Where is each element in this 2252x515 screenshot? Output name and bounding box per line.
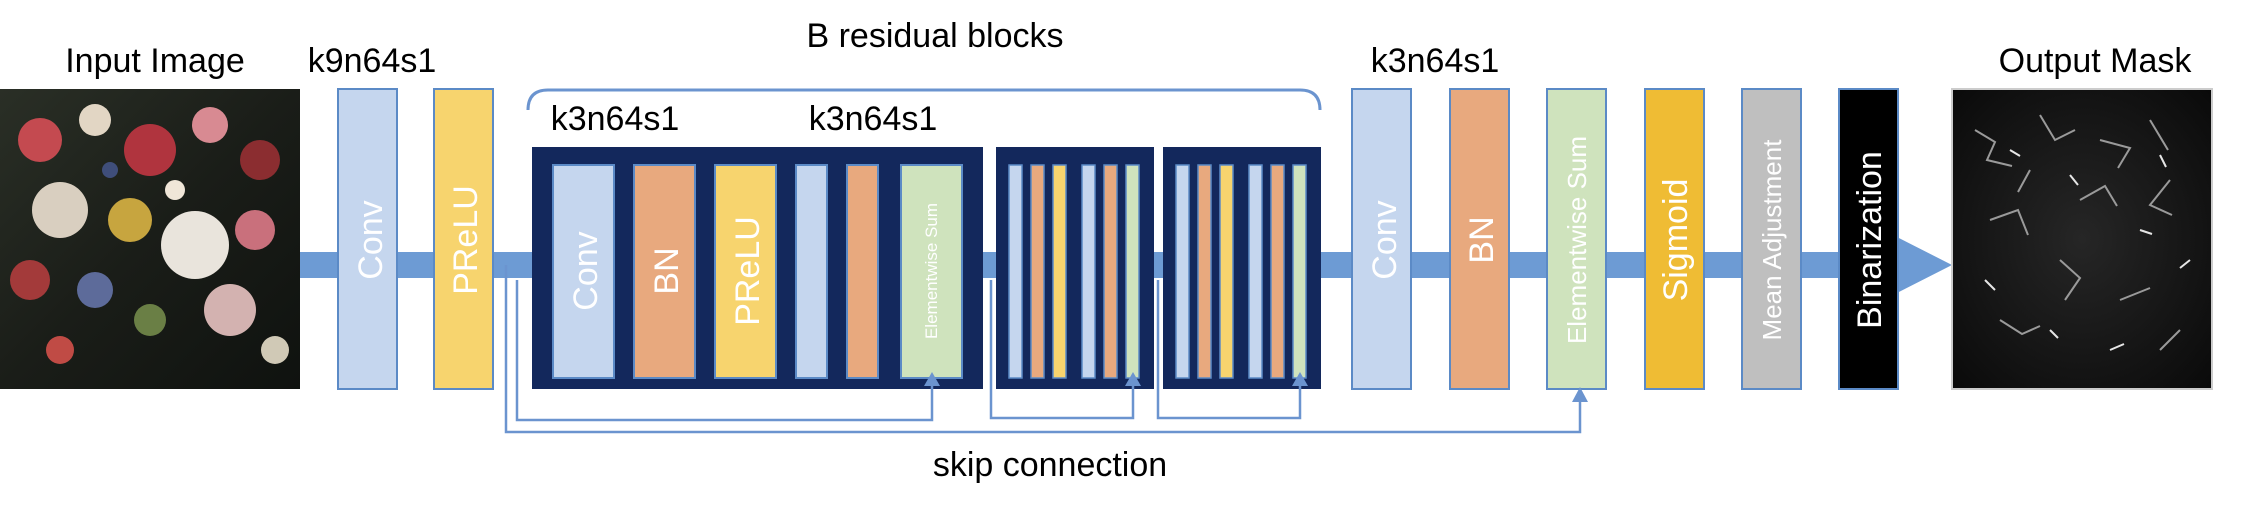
bn2-label: BN [1463, 216, 1501, 263]
conv2-layer: Conv [1351, 88, 1412, 390]
rb-conv-label: Conv [567, 231, 605, 310]
mean-adjustment-layer: Mean Adjustment [1741, 88, 1802, 390]
skip-connection-label: skip connection [933, 446, 1167, 484]
k3-block-label-b: k3n64s1 [809, 100, 938, 138]
sum2-layer: Elementwise Sum [1546, 88, 1607, 390]
binarization-label: Binarization [1851, 151, 1889, 329]
prelu1-layer: PReLU [433, 88, 494, 390]
residual-blocks-label: B residual blocks [806, 17, 1063, 55]
binarization-layer: Binarization [1838, 88, 1899, 390]
rb-bn-label: BN [648, 247, 686, 294]
prelu1-label: PReLU [447, 185, 485, 295]
residual-block-1: Conv BN PReLU Elementwise Sum [532, 147, 983, 389]
k9-label: k9n64s1 [308, 42, 437, 80]
output-mask-label: Output Mask [1999, 42, 2193, 80]
residual-block-2 [996, 147, 1154, 389]
input-image [0, 89, 300, 389]
conv2-label: Conv [1366, 200, 1404, 279]
sum2-label: Elementwise Sum [1562, 136, 1592, 344]
k3-tail-label: k3n64s1 [1371, 42, 1500, 80]
output-mask [1951, 88, 2213, 390]
conv1-layer: Conv [337, 88, 398, 390]
sigmoid-layer: Sigmoid [1644, 88, 1705, 390]
mean-adjustment-label: Mean Adjustment [1757, 139, 1787, 341]
rb-prelu-label: PReLU [729, 216, 767, 326]
sigmoid-label: Sigmoid [1657, 179, 1695, 302]
skip-arrowheads [924, 372, 1588, 402]
skip-connections [504, 265, 1582, 434]
rb-sum-label: Elementwise Sum [922, 203, 941, 339]
conv1-label: Conv [352, 200, 390, 279]
input-image-label: Input Image [65, 42, 245, 80]
residual-blocks-bracket [526, 88, 1322, 111]
k3-block-label-a: k3n64s1 [551, 100, 680, 138]
bn2-layer: BN [1449, 88, 1510, 390]
residual-block-3 [1163, 147, 1321, 389]
